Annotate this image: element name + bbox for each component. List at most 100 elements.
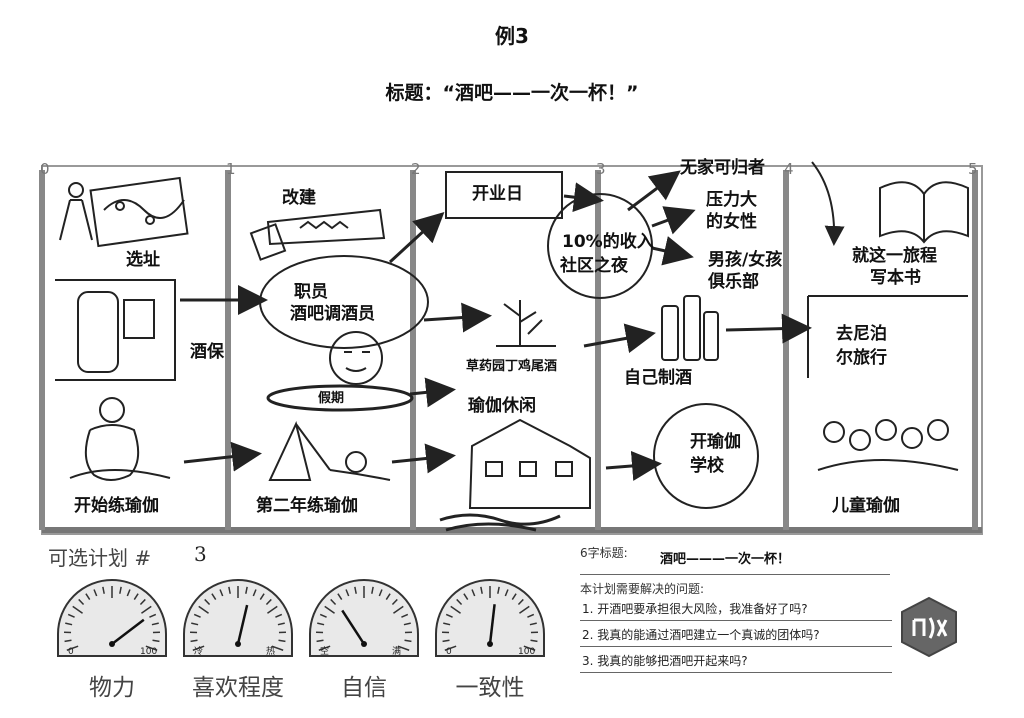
saw-sketch	[249, 208, 386, 261]
label-own-brew: 自己制酒	[624, 368, 692, 388]
tick-2: 2	[411, 160, 421, 178]
label-opening-day: 开业日	[472, 184, 523, 204]
label-stressed-2: 的女性	[706, 212, 757, 232]
gauge-tick	[401, 613, 409, 618]
opening-day-sign	[445, 171, 563, 219]
label-renovation: 改建	[282, 188, 316, 208]
gauge-name-consistency: 一致性	[455, 675, 525, 701]
label-yoga-leisure: 瑜伽休闲	[468, 396, 536, 416]
label-yoga-school-2: 学校	[690, 456, 724, 476]
gauge-face	[435, 579, 545, 657]
six-word-label: 6字标题:	[580, 546, 628, 560]
label-kids-yoga: 儿童瑜伽	[832, 496, 900, 516]
yoga-figure-sketch	[69, 397, 171, 481]
gauge-tick	[529, 622, 537, 626]
gauge-min-label: 冷	[194, 645, 203, 657]
gauge-tick	[265, 598, 272, 605]
gauge-tick	[371, 586, 374, 594]
gauge-tick	[523, 645, 536, 651]
example-number: 例3	[495, 24, 529, 48]
tick-5: 5	[968, 160, 978, 178]
gauge-tick	[252, 589, 257, 597]
label-nepal-2: 尔旅行	[836, 348, 887, 368]
question-3: 3. 我真的能够把酒吧开起来吗?	[582, 654, 748, 668]
gauge-face	[183, 579, 293, 657]
label-site-selection: 选址	[126, 250, 160, 270]
gauge-tick	[219, 589, 224, 597]
gauge-tick	[93, 589, 98, 597]
flow-arrows	[180, 170, 812, 481]
gauge-pivot	[487, 641, 493, 647]
gauge-tick	[443, 622, 451, 626]
gauge-tick	[211, 593, 217, 600]
gauge-needle	[341, 609, 366, 645]
gauge-liking: 冷热	[183, 579, 293, 657]
tick-3: 3	[596, 160, 606, 178]
gauge-tick	[66, 645, 79, 651]
scribble	[439, 513, 561, 532]
gauge-tick	[245, 586, 248, 594]
gauge-tick	[480, 586, 483, 594]
face-sketch	[329, 331, 383, 385]
gauge-name-strength: 物力	[89, 675, 135, 701]
label-staff-2: 酒吧调酒员	[290, 304, 375, 324]
label-herb-cocktail: 草药园丁鸡尾酒	[466, 359, 558, 374]
gauge-max-label: 满	[392, 646, 401, 657]
gauge-max-label: 100	[518, 647, 535, 657]
gauge-tick	[149, 613, 157, 618]
gauge-tick	[442, 639, 450, 643]
gauge-tick	[319, 613, 327, 618]
gauge-min-label: 空	[320, 645, 329, 657]
gauge-tick	[450, 605, 461, 614]
gauge-tick	[193, 613, 201, 618]
tick-0: 0	[40, 160, 50, 178]
label-clubs-1: 男孩/女孩	[708, 250, 783, 270]
gauge-tick	[393, 605, 404, 614]
page-title: 标题：“酒吧——一次一杯！”	[385, 82, 639, 104]
gauge-tick	[378, 589, 383, 597]
question-2: 2. 我真的能通过酒吧建立一个真诚的团体吗?	[582, 628, 820, 642]
gauge-tick	[228, 586, 231, 594]
column-dividers	[39, 170, 978, 530]
gauge-pivot	[235, 641, 241, 647]
gauge-tick	[445, 613, 453, 618]
gauge-tick	[404, 639, 412, 643]
question-1: 1. 开酒吧要承担很大风险，我准备好了吗?	[582, 602, 808, 616]
gauge-face	[309, 579, 419, 657]
gauge-tick	[471, 589, 476, 597]
gauge-tick	[191, 622, 199, 626]
gauge-tick	[198, 605, 209, 614]
gauge-tick	[391, 598, 398, 605]
gauge-pivot	[109, 641, 115, 647]
gauge-tick	[527, 613, 535, 618]
gauge-tick	[152, 639, 160, 643]
label-yoga-school-1: 开瑜伽	[690, 432, 741, 452]
label-nepal-1: 去尼泊	[836, 324, 887, 344]
gauge-tick	[318, 645, 331, 651]
gauge-tick	[519, 605, 530, 614]
gauge-tick	[64, 639, 72, 643]
label-second-year-yoga: 第二年练瑜伽	[256, 496, 358, 516]
logo-badge	[901, 596, 957, 658]
divider	[580, 672, 892, 673]
divider	[580, 574, 890, 575]
gauge-tick	[403, 622, 411, 626]
book-sketch	[879, 181, 969, 244]
gauge-tick	[497, 586, 500, 594]
gauge-needle	[236, 604, 249, 645]
gauge-tick	[275, 613, 283, 618]
label-homeless: 无家可归者	[680, 158, 765, 178]
gauge-tick	[267, 605, 278, 614]
tick-1: 1	[226, 160, 236, 178]
label-stressed-1: 压力大	[706, 190, 757, 210]
gauge-name-liking: 喜欢程度	[192, 675, 284, 701]
curved-arrow	[811, 161, 845, 246]
gauge-tick	[141, 605, 152, 614]
divider	[580, 620, 892, 621]
gauge-confidence: 空满	[309, 579, 419, 657]
label-start-yoga: 开始练瑜伽	[74, 496, 159, 516]
gauge-tick	[278, 639, 286, 643]
plan-number: 3	[194, 542, 207, 566]
